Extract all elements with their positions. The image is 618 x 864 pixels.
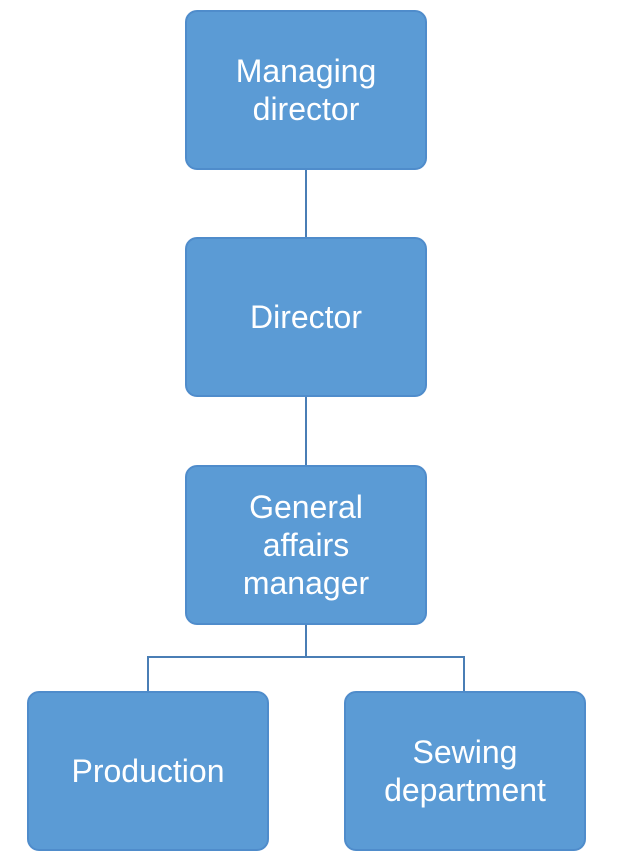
node-label-managing-director: Managing director — [235, 53, 377, 127]
node-label-sewing-department: Sewing department — [384, 734, 546, 808]
node-general-affairs-manager: General affairs manager — [185, 465, 427, 625]
node-managing-director: Managing director — [185, 10, 427, 170]
node-label-production: Production — [71, 753, 225, 789]
node-production: Production — [27, 691, 269, 851]
node-director: Director — [185, 237, 427, 397]
node-sewing-department: Sewing department — [344, 691, 586, 851]
node-label-director: Director — [249, 299, 362, 335]
node-label-general-affairs-manager: General affairs manager — [242, 489, 370, 601]
